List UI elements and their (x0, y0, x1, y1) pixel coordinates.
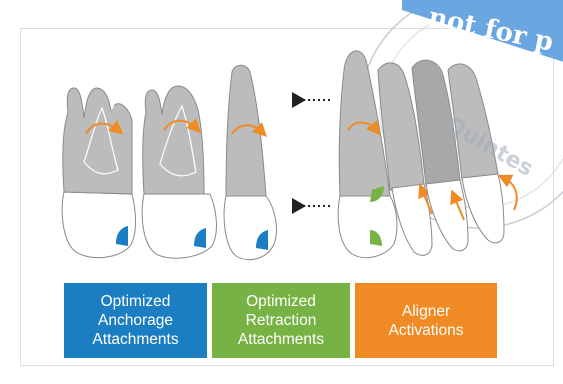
legend-retraction-attachments: Optimized Retraction Attachments (212, 283, 350, 358)
legend-anchorage-attachments: Optimized Anchorage Attachments (64, 283, 207, 358)
anchorage-tooth-2 (142, 86, 216, 258)
anchorage-tooth-3 (224, 65, 276, 259)
anchorage-tooth-1 (62, 88, 135, 258)
legend-aligner-activations: Aligner Activations (355, 283, 497, 358)
activation-arrow-3 (504, 178, 517, 210)
